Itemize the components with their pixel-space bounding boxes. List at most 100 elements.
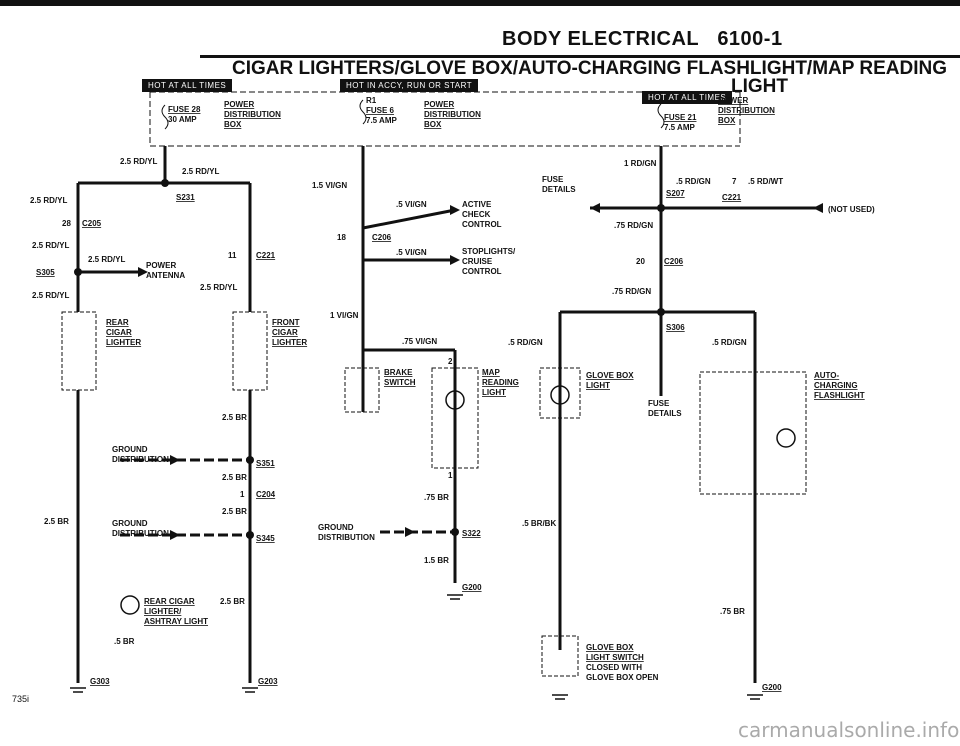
rear-lighter-box [61,311,97,391]
glove-bulb [550,385,570,405]
wire-label: 2.5 BR [222,473,247,482]
fuse-6-label: FUSE 6 [366,106,395,115]
map-light-l3: LIGHT [482,388,506,397]
pin-label: 18 [337,233,346,242]
badge-hot-always-left: HOT AT ALL TIMES [142,79,233,92]
badge-hot-always-right: HOT AT ALL TIMES [642,91,733,104]
s345-label: S345 [256,534,275,543]
power-antenna-l2: ANTENNA [146,271,185,280]
pd-box-right: BOX [718,116,736,125]
c206-right: C206 [664,257,684,266]
wire-label: 1.5 BR [424,556,449,565]
c221-right: C221 [722,193,742,202]
ground-dist-l1: GROUND [112,445,148,454]
pd-dist-left: DISTRIBUTION [224,110,281,119]
brake-switch-l2: SWITCH [384,378,416,387]
active-check-l2: CHECK [462,210,491,219]
front-lighter-box [232,311,268,391]
rear-cigar-l3: LIGHTER [106,338,141,347]
c205-label: C205 [82,219,102,228]
glove-switch-l3: CLOSED WITH [586,663,642,672]
pin-label: 1 [240,490,245,499]
pd-power-mid: POWER [424,100,454,109]
map-bulb [445,390,465,410]
r1-label: R1 [366,96,377,105]
c221-left: C221 [256,251,276,260]
ground-dist-l2: DISTRIBUTION [318,533,375,542]
fuse-21-amp: 7.5 AMP [664,123,695,132]
badge-hot-accy: HOT IN ACCY, RUN OR START [340,79,479,92]
s305-label: S305 [36,268,55,277]
glove-switch-l4: GLOVE BOX OPEN [586,673,659,682]
ground-dist-l1: GROUND [112,519,148,528]
glove-light-l2: LIGHT [586,381,610,390]
rear-cigar-l2: CIGAR [106,328,132,337]
s322-label: S322 [462,529,481,538]
pd-power-left: POWER [224,100,254,109]
wire-label: .75 BR [720,607,745,616]
pd-box-left: BOX [224,120,242,129]
g203-label: G203 [258,677,278,686]
wire-label: .75 RD/GN [614,221,653,230]
glove-switch-l2: LIGHT SWITCH [586,653,644,662]
pd-dist-right: DISTRIBUTION [718,106,775,115]
wire-label: .5 BR/BK [522,519,556,528]
g200-mid: G200 [462,583,482,592]
glove-light-l1: GLOVE BOX [586,371,634,380]
stoplights-l2: CRUISE [462,257,493,266]
fuse-21-label: FUSE 21 [664,113,697,122]
page-number: 6100-1 [717,28,783,50]
active-check-l1: ACTIVE [462,200,492,209]
g200-right: G200 [762,683,782,692]
pin-label: 1 [448,471,453,480]
pin-label: 7 [732,177,737,186]
wire-label: 2.5 BR [222,507,247,516]
wire-label: .5 RD/GN [508,338,543,347]
front-cigar-l2: CIGAR [272,328,298,337]
wire-label: 1 RD/GN [624,159,657,168]
wire-label: 2.5 RD/YL [200,283,237,292]
ashtray-l1: REAR CIGAR [144,597,195,606]
fuse-28-symbol [161,104,169,130]
wire-label: .75 BR [424,493,449,502]
pd-box-mid: BOX [424,120,442,129]
wire-label: 2.5 RD/YL [88,255,125,264]
brake-switch-box [344,367,380,413]
fuse-21-symbol [657,103,665,129]
wire-label: 1 VI/GN [330,311,359,320]
ashtray-bulb [120,595,140,615]
diagram-title-end: LIGHT [731,76,788,97]
wire-label: 2.5 RD/YL [32,291,69,300]
pin-label: 20 [636,257,645,266]
pin-label: 2 [448,357,453,366]
active-check-l3: CONTROL [462,220,502,229]
rear-cigar-l1: REAR [106,318,129,327]
wire-label: .5 VI/GN [396,248,427,257]
auto-flash-l3: FLASHLIGHT [814,391,865,400]
pd-power-right: POWER [718,96,748,105]
fuse-details-l2: DETAILS [542,185,576,194]
ashtray-l2: LIGHTER/ [144,607,182,616]
fuse-details-l1: FUSE [648,399,670,408]
map-light-l1: MAP [482,368,500,377]
wire-label: .75 RD/GN [612,287,651,296]
power-dist-outline [149,91,740,147]
pin-label: 28 [62,219,71,228]
front-cigar-l1: FRONT [272,318,300,327]
wire-label: .5 VI/GN [396,200,427,209]
watermark: carmanualsonline.info [738,718,960,742]
c206-mid: C206 [372,233,392,242]
section-name: BODY ELECTRICAL [502,28,700,50]
c204-label: C204 [256,490,276,499]
flash-bulb [776,428,796,448]
wire-label: .75 VI/GN [402,337,437,346]
wire-label: 2.5 BR [222,413,247,422]
auto-flash-l2: CHARGING [814,381,858,390]
fuse-6-amp: 7.5 AMP [366,116,397,125]
s207-label: S207 [666,189,685,198]
g303-label: G303 [90,677,110,686]
map-light-l2: READING [482,378,519,387]
reference-code: 735i [12,694,30,704]
not-used: (NOT USED) [828,205,875,214]
fuse-28-label: FUSE 28 [168,105,201,114]
